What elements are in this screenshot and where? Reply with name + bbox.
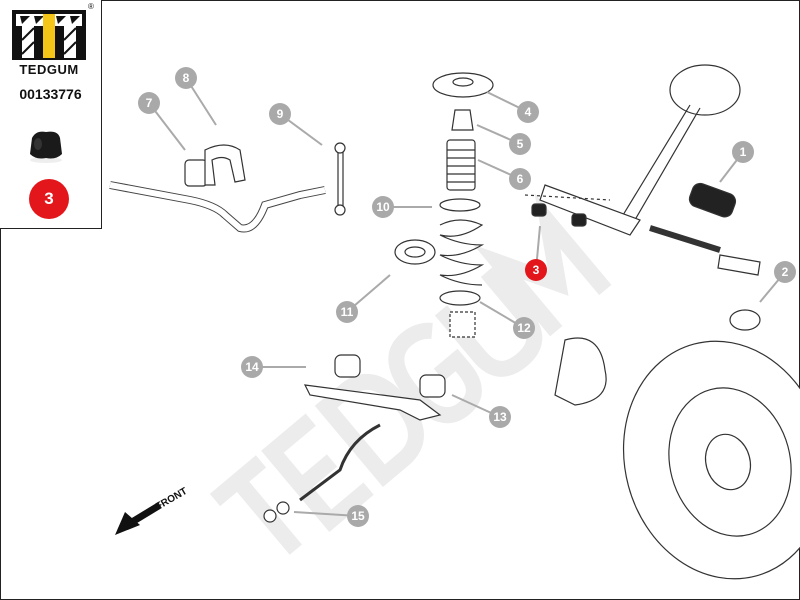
- callout-2[interactable]: 2: [774, 261, 796, 283]
- callout-label: 10: [376, 200, 390, 214]
- callout-label: 4: [525, 105, 532, 119]
- callout-10[interactable]: 10: [372, 196, 394, 218]
- tie-rod-end: [717, 254, 761, 276]
- spring-seat: [439, 198, 481, 212]
- callout-6[interactable]: 6: [509, 168, 531, 190]
- steering-column: [619, 104, 701, 226]
- callout-label: 14: [245, 360, 259, 374]
- brand-name: TEDGUM: [19, 62, 79, 77]
- stabilizer-bush: [184, 159, 208, 187]
- callout-label: 12: [517, 321, 531, 335]
- lower-spring-seat: [439, 290, 481, 306]
- callout-label: 7: [146, 96, 153, 110]
- part-drawings: [109, 64, 800, 580]
- arm-bush-rear: [419, 374, 446, 398]
- callout-12[interactable]: 12: [513, 317, 535, 339]
- callout-7[interactable]: 7: [138, 92, 160, 114]
- rack-bush-2: [571, 213, 587, 227]
- watermark: [209, 193, 612, 555]
- steering-wheel: [669, 64, 741, 116]
- callout-label: 3: [533, 263, 540, 277]
- callout-1[interactable]: 1: [732, 141, 754, 163]
- coil-spring: [439, 219, 485, 286]
- tedgum-logo: [12, 10, 86, 60]
- callout-label: 1: [740, 145, 747, 159]
- callout-11[interactable]: 11: [336, 301, 358, 323]
- steering-boot: [688, 182, 737, 218]
- callout-8[interactable]: 8: [175, 67, 197, 89]
- wheel-tire: [622, 340, 800, 580]
- rack-bush-1: [531, 203, 547, 217]
- rod-washer: [263, 509, 277, 523]
- front-arrow: FRONT: [115, 486, 189, 535]
- top-mount: [432, 72, 494, 98]
- callout-label: 5: [517, 137, 524, 151]
- callout-4[interactable]: 4: [517, 101, 539, 123]
- tension-rod: [299, 423, 381, 502]
- callout-5[interactable]: 5: [509, 133, 531, 155]
- callout-label: 2: [782, 265, 789, 279]
- strut-bearing: [394, 239, 436, 265]
- callout-label: 6: [517, 172, 524, 186]
- ball-joint-boot: [729, 309, 761, 331]
- callout-label: 8: [183, 71, 190, 85]
- callout-label: 15: [351, 509, 365, 523]
- callout-3-highlighted[interactable]: 3: [525, 259, 547, 281]
- stabilizer-link: [337, 148, 344, 210]
- dust-boot: [446, 139, 476, 191]
- arm-bush-front: [334, 354, 361, 378]
- callout-15[interactable]: 15: [347, 505, 369, 527]
- callout-label: 13: [493, 410, 507, 424]
- stabilizer-clamp: [204, 144, 246, 186]
- registered-mark: ®: [88, 2, 94, 11]
- front-arrow-icon: [115, 512, 140, 535]
- steering-knuckle: [554, 337, 607, 406]
- steering-rack: [539, 184, 641, 236]
- highlight-number-badge: 3: [29, 179, 69, 219]
- product-panel: ® TEDGUM 00133776 3: [0, 0, 102, 229]
- callouts: 1 2 3 4 5 6 7 8 9 10 11 12 13 14 15: [138, 67, 796, 527]
- front-label: FRONT: [154, 486, 189, 513]
- part-number: 00133776: [19, 86, 82, 102]
- callout-9[interactable]: 9: [269, 103, 291, 125]
- callout-label: 11: [341, 305, 354, 319]
- tie-rod: [649, 225, 721, 253]
- callout-label: 9: [277, 107, 284, 121]
- callout-13[interactable]: 13: [489, 406, 511, 428]
- control-arm: [303, 384, 442, 421]
- callout-14[interactable]: 14: [241, 356, 263, 378]
- bump-stop: [451, 109, 474, 131]
- product-thumbnail: [30, 131, 62, 163]
